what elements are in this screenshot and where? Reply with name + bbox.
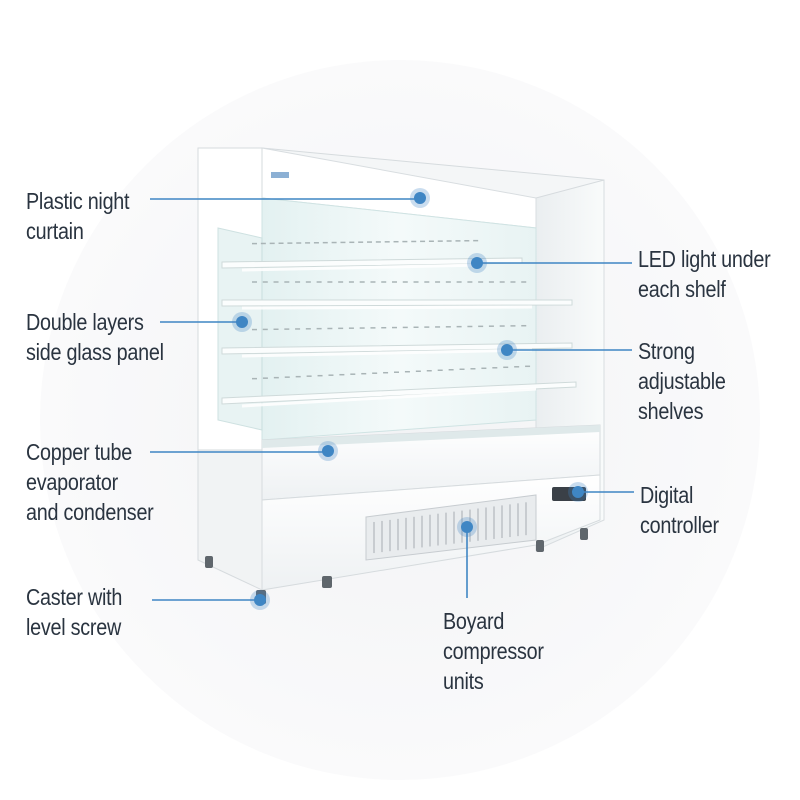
label-copper-tube-evaporator: Copper tube evaporator and condenser	[26, 437, 154, 527]
label-line: Plastic night	[26, 188, 130, 214]
callout-double-layers-side-glass-panel	[160, 312, 252, 332]
label-line: side glass panel	[26, 339, 164, 365]
marker-dot	[501, 344, 513, 356]
label-line: units	[443, 668, 484, 694]
label-line: shelves	[638, 398, 704, 424]
label-line: Strong	[638, 338, 695, 364]
callout-plastic-night-curtain	[150, 188, 430, 208]
label-line: Digital	[640, 482, 694, 508]
label-led-light-under-each-shelf: LED light under each shelf	[638, 244, 771, 304]
callout-copper-tube-evaporator	[150, 441, 338, 461]
label-boyard-compressor-units: Boyard compressor units	[443, 606, 544, 696]
marker-dot	[572, 486, 584, 498]
marker-dot	[322, 445, 334, 457]
shelves	[221, 239, 577, 408]
label-line: curtain	[26, 218, 84, 244]
label-plastic-night-curtain: Plastic night curtain	[26, 186, 130, 246]
label-line: evaporator	[26, 469, 118, 495]
compressor-vent-grille	[365, 494, 537, 561]
shelf-1	[221, 239, 523, 272]
label-line: and condenser	[26, 499, 154, 525]
marker-dot	[414, 192, 426, 204]
marker-dot	[471, 257, 483, 269]
marker-dot	[254, 594, 266, 606]
marker-dot	[236, 316, 248, 328]
shelf-3	[221, 324, 573, 358]
shelf-2	[221, 281, 573, 310]
label-digital-controller: Digital controller	[640, 480, 719, 540]
callout-leaders	[150, 188, 634, 610]
label-line: level screw	[26, 614, 122, 640]
label-caster-with-level-screw: Caster with level screw	[26, 582, 122, 642]
label-line: controller	[640, 512, 719, 538]
callout-strong-adjustable-shelves	[497, 340, 632, 360]
label-line: compressor	[443, 638, 544, 664]
base-rim	[262, 425, 600, 448]
label-line: Boyard	[443, 608, 505, 634]
label-line: LED light under	[638, 246, 771, 272]
label-line: adjustable	[638, 368, 726, 394]
label-line: Double layers	[26, 309, 144, 335]
brand-logo	[271, 172, 289, 178]
label-line: Copper tube	[26, 439, 133, 465]
shelf-4	[221, 365, 577, 408]
label-line: each shelf	[638, 276, 726, 302]
marker-dot	[461, 521, 473, 533]
callout-caster-with-level-screw	[152, 590, 270, 610]
callout-digital-controller	[568, 482, 634, 502]
label-double-layers-side-glass-panel: Double layers side glass panel	[26, 307, 164, 367]
side-glass-panel	[217, 227, 263, 431]
callout-led-light-under-each-shelf	[467, 253, 632, 273]
label-strong-adjustable-shelves: Strong adjustable shelves	[638, 336, 726, 426]
callout-boyard-compressor-units	[457, 517, 477, 598]
label-line: Caster with	[26, 584, 123, 610]
